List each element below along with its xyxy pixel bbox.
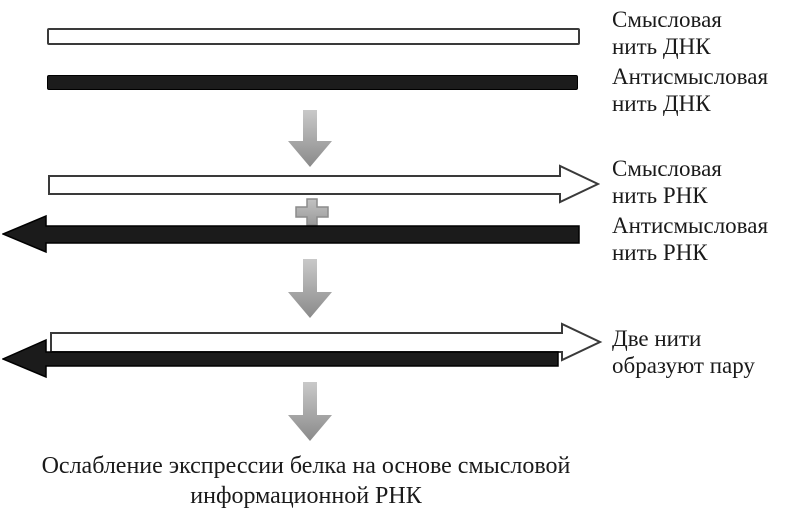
- duplex-antisense-arrow: [2, 338, 559, 379]
- caption-line1: Ослабление экспрессии белка на основе см…: [41, 453, 571, 479]
- antisense-dna-label-line1: Антисмысловая: [612, 64, 769, 89]
- sense-dna-label-line2: нить ДНК: [612, 34, 711, 59]
- down-arrow-icon: [288, 259, 332, 318]
- down-arrow-icon: [288, 110, 332, 167]
- sense-dna-label: Смысловая нить ДНК: [612, 6, 722, 60]
- duplex-label: Две нити образуют пару: [612, 325, 755, 379]
- rna-duplex: [2, 322, 603, 379]
- duplex-label-line1: Две нити: [612, 326, 702, 351]
- sense-rna-label: Смысловая нить РНК: [612, 155, 722, 209]
- duplex-label-line2: образуют пару: [612, 353, 755, 378]
- down-arrow-icon: [288, 382, 332, 441]
- antisense-dna-label-line2: нить ДНК: [612, 91, 711, 116]
- antisense-rna-label-line1: Антисмысловая: [612, 213, 769, 238]
- caption-line2: информационной РНК: [190, 483, 422, 509]
- sense-rna-label-line1: Смысловая: [612, 156, 722, 181]
- sense-rna-label-line2: нить РНК: [612, 183, 708, 208]
- antisense-dna-label: Антисмысловая нить ДНК: [612, 63, 768, 117]
- sense-dna-strand-bar: [47, 28, 580, 45]
- antisense-dna-strand-bar: [47, 75, 578, 90]
- antisense-rna-arrow: [2, 214, 580, 254]
- plus-icon: [295, 198, 329, 226]
- sense-dna-label-line1: Смысловая: [612, 7, 722, 32]
- antisense-rna-label: Антисмысловая нить РНК: [612, 212, 768, 266]
- antisense-rna-label-line2: нить РНК: [612, 240, 708, 265]
- sense-rna-arrow: [48, 164, 600, 204]
- diagram-caption: Ослабление экспрессии белка на основе см…: [0, 451, 612, 511]
